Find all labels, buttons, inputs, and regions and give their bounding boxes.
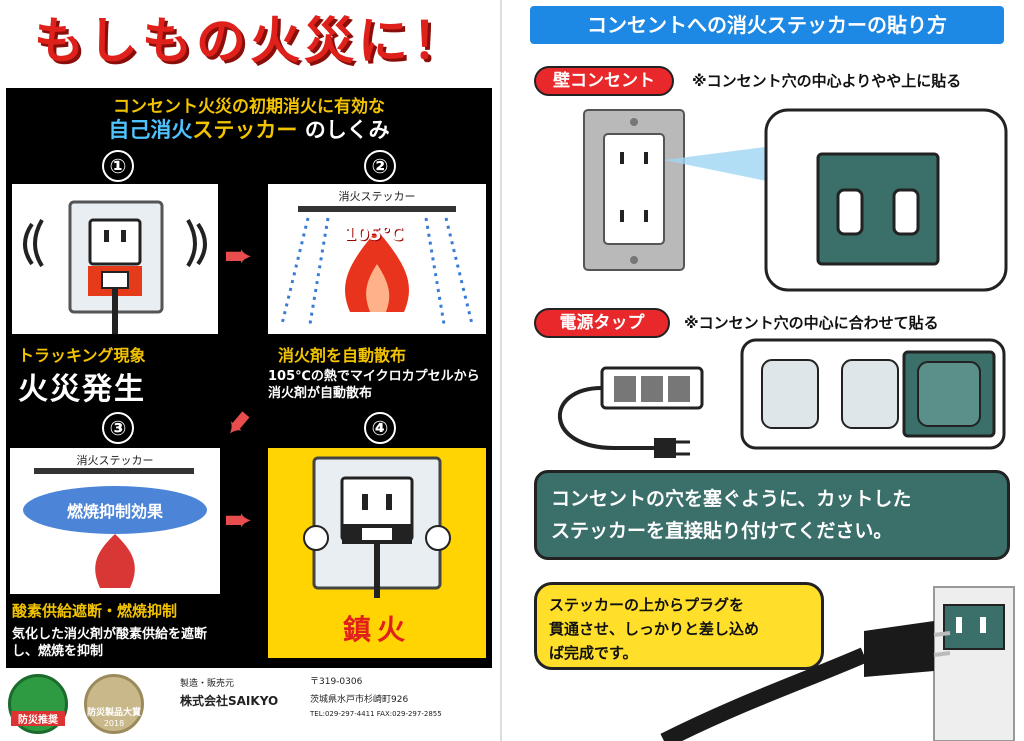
badge-2-label: 防災製品大賞 xyxy=(87,708,142,718)
step-2-description: 105℃の熱でマイクロカプセルから消火剤が自動散布 xyxy=(268,369,480,401)
badge-2-year: 2018 xyxy=(103,719,125,728)
maker-label: 製造・販売元 xyxy=(180,679,235,689)
step-2-number: ② xyxy=(364,150,396,182)
step-3-sticker-label: 消火ステッカー xyxy=(76,454,154,467)
step-3-card: 消火ステッカー 燃焼抑制効果 xyxy=(10,448,220,594)
step-1-result: 火災発生 xyxy=(18,372,146,407)
step-2-card: 消火ステッカー 105℃ xyxy=(268,184,486,334)
step-3-effect: 燃焼抑制効果 xyxy=(66,502,163,521)
step-2-caption: 消火剤を自動散布 xyxy=(278,346,407,365)
instruction-callout: コンセントの穴を塞ぐように、カットした ステッカーを直接貼り付けてください。 xyxy=(534,470,1010,560)
completion-line-3: ば完成です。 xyxy=(549,644,638,662)
step-3-caption: 酸素供給遮断・燃焼抑制 xyxy=(12,602,178,620)
award-badge: 防災製品大賞 2018 xyxy=(84,674,144,734)
left-panel: もしもの火災に！ コンセント火災の初期消火に有効な 自己消火ステッカー のしくみ… xyxy=(0,0,500,741)
arrow-down-left-icon: ➨ xyxy=(213,400,263,448)
step-2-sticker-label: 消火ステッカー xyxy=(338,190,416,203)
arrow-right-icon: ➨ xyxy=(224,500,253,540)
power-tap-label: 電源タップ xyxy=(534,308,670,338)
footer: 防災推奨 防災製品大賞 2018 製造・販売元 株式会社SAIKYO 〒319-… xyxy=(0,670,500,741)
step-1-card xyxy=(12,184,218,334)
step-1-caption: トラッキング現象 xyxy=(18,346,146,365)
maker-name: 株式会社SAIKYO xyxy=(180,694,279,708)
instructions-title: コンセントへの消火ステッカーの貼り方 xyxy=(530,6,1004,44)
step-3-number: ③ xyxy=(102,412,134,444)
completion-line-2: 貫通させ、しっかりと差し込め xyxy=(549,620,760,638)
extinguished-outlet-illustration xyxy=(303,456,451,598)
sticker-spray-illustration xyxy=(280,206,474,325)
completion-line-1: ステッカーの上からプラグを xyxy=(549,596,745,614)
badge-1-label: 防災推奨 xyxy=(11,711,65,726)
wall-outlet-illustration xyxy=(583,108,1008,292)
address: 茨城県水戸市杉崎町926 xyxy=(310,695,409,705)
step-4-card: 鎮火 xyxy=(268,448,486,658)
heading-mechanism: のしくみ xyxy=(304,118,390,142)
disaster-prevention-badge: 防災推奨 xyxy=(8,674,68,734)
step-3-description: 気化した消火剤が酸素供給を遮断し、燃焼を抑制 xyxy=(12,627,208,659)
divider xyxy=(500,0,502,741)
power-tap-note: ※コンセント穴の中心に合わせて貼る xyxy=(684,314,939,332)
right-panel: コンセントへの消火ステッカーの貼り方 壁コンセント ※コンセント穴の中心よりやや… xyxy=(504,0,1024,741)
panel-heading-line2: 自己消火ステッカー のしくみ xyxy=(6,114,492,144)
plug-insert-illustration xyxy=(660,586,1015,741)
heading-self-extinguish: 自己消火 xyxy=(108,118,193,142)
postal-code: 〒319-0306 xyxy=(310,677,363,687)
suppression-illustration xyxy=(23,468,207,588)
step-1-number: ① xyxy=(102,150,134,182)
mechanism-panel: コンセント火災の初期消火に有効な 自己消火ステッカー のしくみ ① トラッキング… xyxy=(6,88,492,668)
arrow-right-icon: ➨ xyxy=(224,236,253,276)
main-title: もしもの火災に！ xyxy=(34,12,466,70)
heading-sticker: ステッカー xyxy=(192,118,298,142)
outlet-smoke-illustration xyxy=(23,200,207,334)
step-4-result: 鎮火 xyxy=(342,613,411,646)
completion-note: ステッカーの上からプラグを 貫通させ、しっかりと差し込め ば完成です。 xyxy=(534,582,824,670)
wall-outlet-label: 壁コンセント xyxy=(534,66,674,96)
phone-fax: TEL:029-297-4411 FAX:029-297-2855 xyxy=(310,710,442,718)
callout-line-2: ステッカーを直接貼り付けてください。 xyxy=(551,520,893,542)
callout-line-1: コンセントの穴を塞ぐように、カットした xyxy=(551,488,912,510)
panel-heading-line1: コンセント火災の初期消火に有効な xyxy=(113,97,385,117)
step-4-number: ④ xyxy=(364,412,396,444)
temperature-label: 105℃ xyxy=(344,224,404,245)
power-tap-illustration xyxy=(558,338,1006,458)
wall-outlet-note: ※コンセント穴の中心よりやや上に貼る xyxy=(692,72,962,90)
